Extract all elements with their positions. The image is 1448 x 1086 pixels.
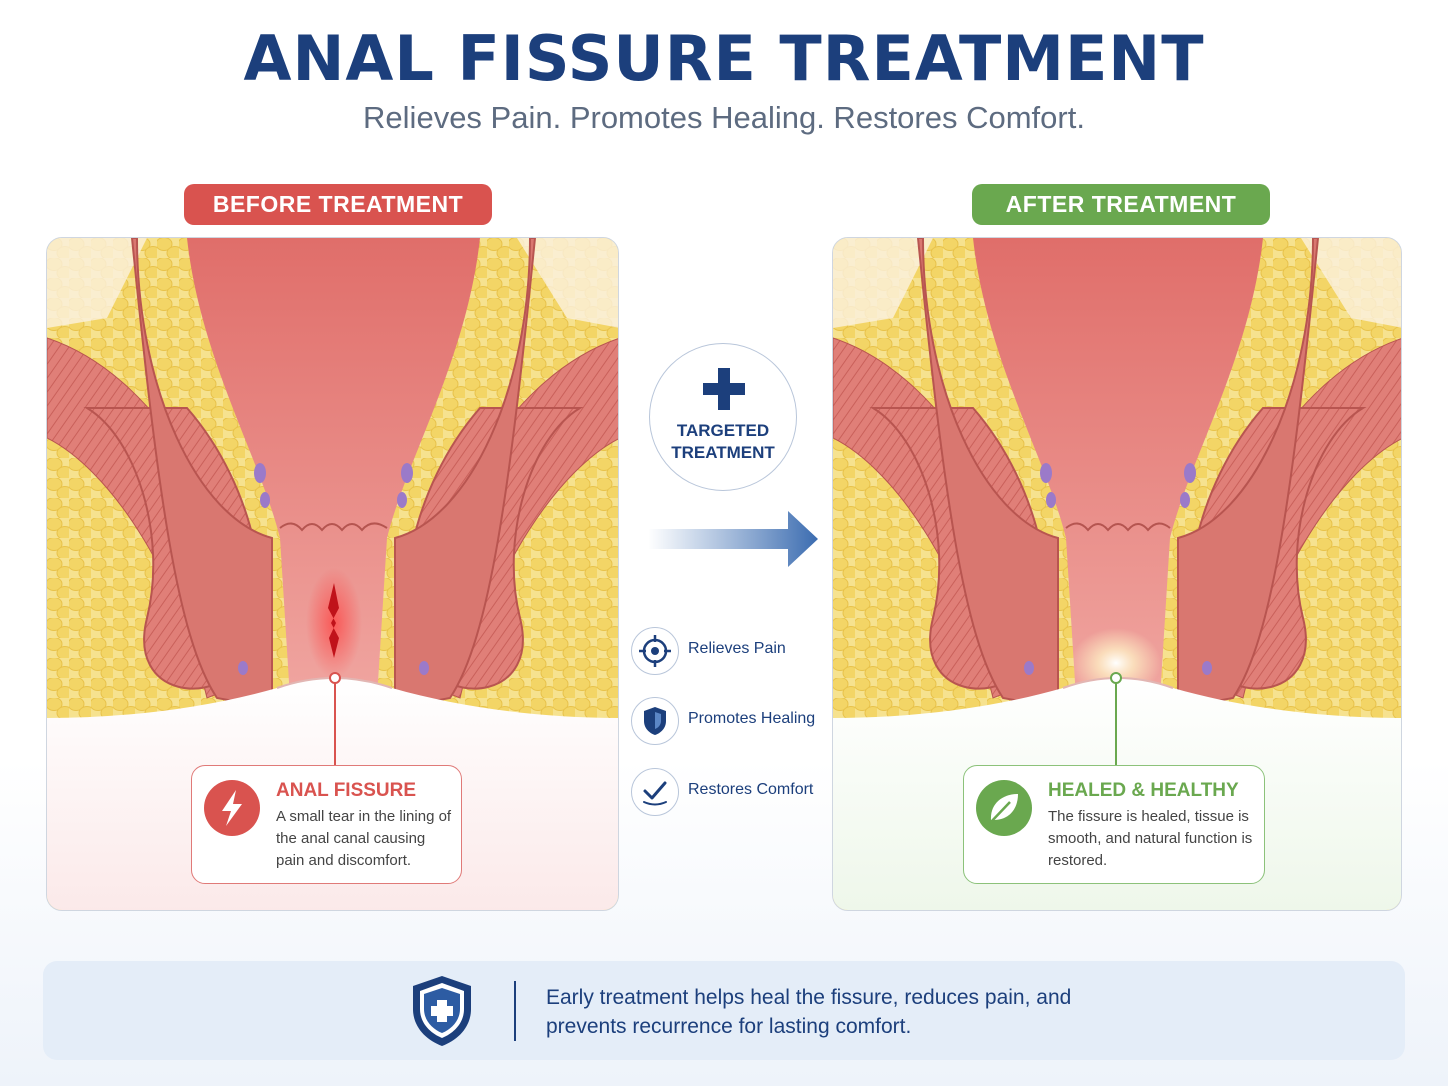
anal-fissure-description: A small tear in the lining of the anal c… (276, 808, 452, 869)
benefit-promotes-healing: Promotes Healing (631, 697, 826, 745)
footer-divider (514, 981, 516, 1041)
leaf-icon (976, 780, 1032, 836)
before-anatomy-panel (46, 237, 619, 911)
shield-plus-icon (413, 976, 471, 1046)
before-treatment-label: BEFORE TREATMENT (184, 184, 492, 225)
benefit-label: Promotes Healing (688, 710, 816, 727)
healed-healthy-description: The fissure is healed, tissue is smooth,… (1048, 808, 1253, 869)
shield-icon (631, 697, 679, 745)
healed-healthy-callout: HEALED & HEALTHY The fissure is healed, … (963, 765, 1265, 884)
lightning-bolt-icon (204, 780, 260, 836)
after-treatment-label: AFTER TREATMENT (972, 184, 1270, 225)
page-title: ANAL FISSURE TREATMENT (243, 22, 1205, 95)
anal-fissure-callout: ANAL FISSURE A small tear in the lining … (191, 765, 462, 884)
footer-note-banner: Early treatment helps heal the fissure, … (43, 961, 1405, 1060)
page-subtitle: Relieves Pain. Promotes Healing. Restore… (363, 100, 1085, 135)
targeted-treatment-label: TARGETED TREATMENT (671, 421, 775, 462)
before-to-after-arrow (648, 511, 818, 567)
anal-fissure-title: ANAL FISSURE (276, 780, 417, 801)
benefit-relieves-pain: Relieves Pain (631, 627, 801, 675)
crosshair-target-icon (631, 627, 679, 675)
medical-plus-icon (703, 368, 745, 410)
targeted-treatment-badge: TARGETED TREATMENT (649, 343, 797, 491)
checkmark-icon (631, 768, 679, 816)
benefit-label: Restores Comfort (688, 781, 814, 798)
footer-text: Early treatment helps heal the fissure, … (546, 986, 1072, 1038)
benefit-label: Relieves Pain (688, 640, 786, 657)
healed-healthy-title: HEALED & HEALTHY (1048, 780, 1239, 801)
after-callout-connector (1115, 678, 1117, 766)
before-callout-dot (329, 672, 341, 684)
benefit-restores-comfort: Restores Comfort (631, 768, 826, 816)
after-callout-dot (1110, 672, 1122, 684)
before-callout-connector (334, 678, 336, 766)
